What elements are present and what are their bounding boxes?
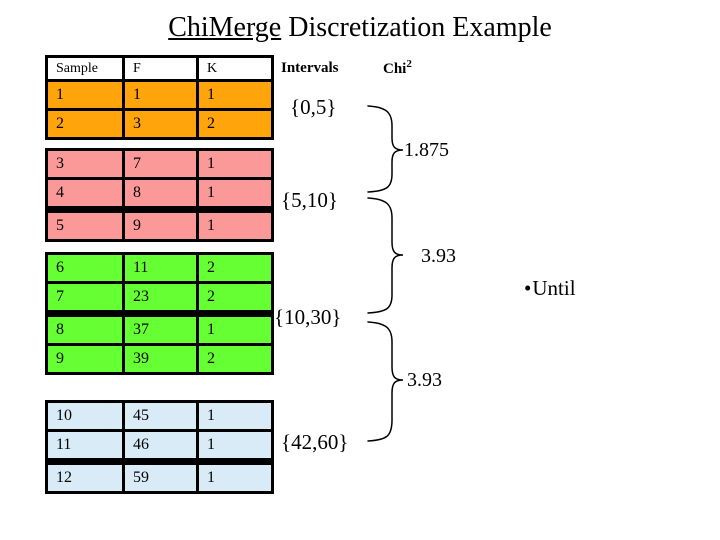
brace-1-icon (367, 105, 404, 193)
table-cell: 1 (196, 177, 274, 211)
table-cell: 5 (45, 206, 125, 242)
table-cell: 1 (196, 429, 274, 463)
table-cell: 46 (122, 429, 199, 463)
title-rest-part: Discretization Example (281, 12, 552, 43)
table-cell: 1 (122, 79, 199, 111)
table-cell: 1 (196, 458, 274, 494)
table-cell: 3 (45, 148, 125, 180)
table-cell: 9 (45, 343, 125, 375)
title-underlined-part: ChiMerge (168, 12, 282, 43)
interval-label-5-10: {5,10} (281, 188, 338, 212)
table-cell: 1 (196, 79, 274, 111)
table-cell: 6 (45, 252, 125, 284)
column-header-cell: F (122, 55, 199, 82)
interval-label-10-30: {10,30} (274, 305, 342, 329)
table-cell: 45 (122, 400, 199, 432)
table-cell: 11 (45, 429, 125, 463)
chi-value-2: 3.93 (421, 245, 456, 267)
table-cell: 7 (122, 148, 199, 180)
brace-connectors (367, 105, 404, 442)
table-cell: 39 (122, 343, 199, 375)
brace-3-icon (367, 321, 404, 442)
table-cell: 23 (122, 281, 199, 315)
brace-2-icon (367, 197, 404, 314)
table-cell: 1 (196, 206, 274, 242)
intervals-column-header: Intervals (281, 60, 339, 76)
table-cell: 10 (45, 400, 125, 432)
until-bullet-text: •Until (524, 276, 576, 301)
table-cell: 1 (196, 148, 274, 180)
table-cell: 37 (122, 310, 199, 346)
table-cell: 2 (196, 108, 274, 140)
table-cell: 3 (122, 108, 199, 140)
table-cell: 2 (45, 108, 125, 140)
column-header-cell: Sample (45, 55, 125, 82)
table-cell: 12 (45, 458, 125, 494)
table-cell: 11 (122, 252, 199, 284)
table-cell: 1 (196, 310, 274, 346)
table-cell: 1 (196, 400, 274, 432)
chi-value-3: 3.93 (407, 369, 442, 391)
table-cell: 2 (196, 343, 274, 375)
bullet-icon: • (524, 276, 532, 300)
table-cell: 8 (45, 310, 125, 346)
page-title: ChiMerge Discretization Example (0, 12, 720, 44)
chi-squared-column-header: Chi2 (383, 58, 412, 78)
chi-superscript: 2 (406, 58, 412, 70)
until-label: Until (532, 276, 576, 300)
interval-label-42-60: {42,60} (281, 430, 349, 454)
table-cell: 7 (45, 281, 125, 315)
table-cell: 2 (196, 281, 274, 315)
table-cell: 59 (122, 458, 199, 494)
table-cell: 8 (122, 177, 199, 211)
chi-value-1: 1.875 (404, 139, 449, 161)
table-cell: 2 (196, 252, 274, 284)
table-cell: 4 (45, 177, 125, 211)
chi-label: Chi (383, 61, 407, 77)
table-cell: 9 (122, 206, 199, 242)
table-cell: 1 (45, 79, 125, 111)
interval-label-0-5: {0,5} (290, 95, 337, 119)
column-header-cell: K (196, 55, 274, 82)
